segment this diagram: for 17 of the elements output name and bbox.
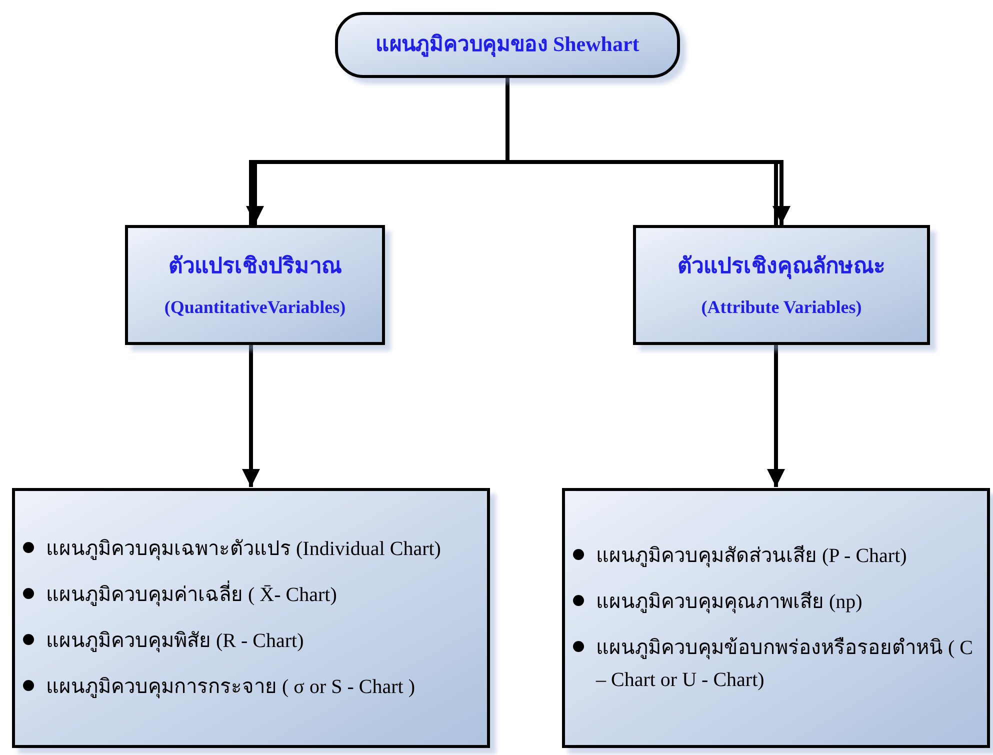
category-heading: ตัวแปรเชิงปริมาณ — [168, 252, 342, 280]
list-item: แผนภูมิควบคุมการกระจาย ( σ or S - Chart ) — [46, 675, 415, 700]
list-item: แผนภูมิควบคุมสัดส่วนเสีย (P - Chart) — [596, 544, 907, 570]
category-subheading: (Attribute Variables) — [701, 296, 862, 319]
list-item: แผนภูมิควบคุมค่าเฉลี่ย ( X̄- Chart) — [46, 579, 337, 611]
title-pill — [335, 12, 680, 78]
category-subheading: (QuantitativeVariables) — [164, 296, 346, 319]
list-item: แผนภูมิควบคุมข้อบกพร่องหรือรอยตำหนิ ( C – Chart or U - Chart) — [596, 636, 974, 693]
category-box — [633, 225, 930, 345]
chart-list-box — [12, 488, 490, 748]
category-heading: ตัวแปรเชิงคุณลักษณะ — [678, 252, 886, 282]
category-box — [125, 225, 385, 345]
list-item: แผนภูมิควบคุมเฉพาะตัวแปร (Individual Chart) — [46, 537, 441, 562]
list-item: แผนภูมิควบคุมพิสัย (R - Chart) — [46, 629, 304, 654]
chart-list-box — [562, 488, 990, 748]
title-text: แผนภูมิควบคุมของ Shewhart — [376, 31, 640, 59]
list-item: แผนภูมิควบคุมคุณภาพเสีย (np) — [596, 590, 862, 616]
